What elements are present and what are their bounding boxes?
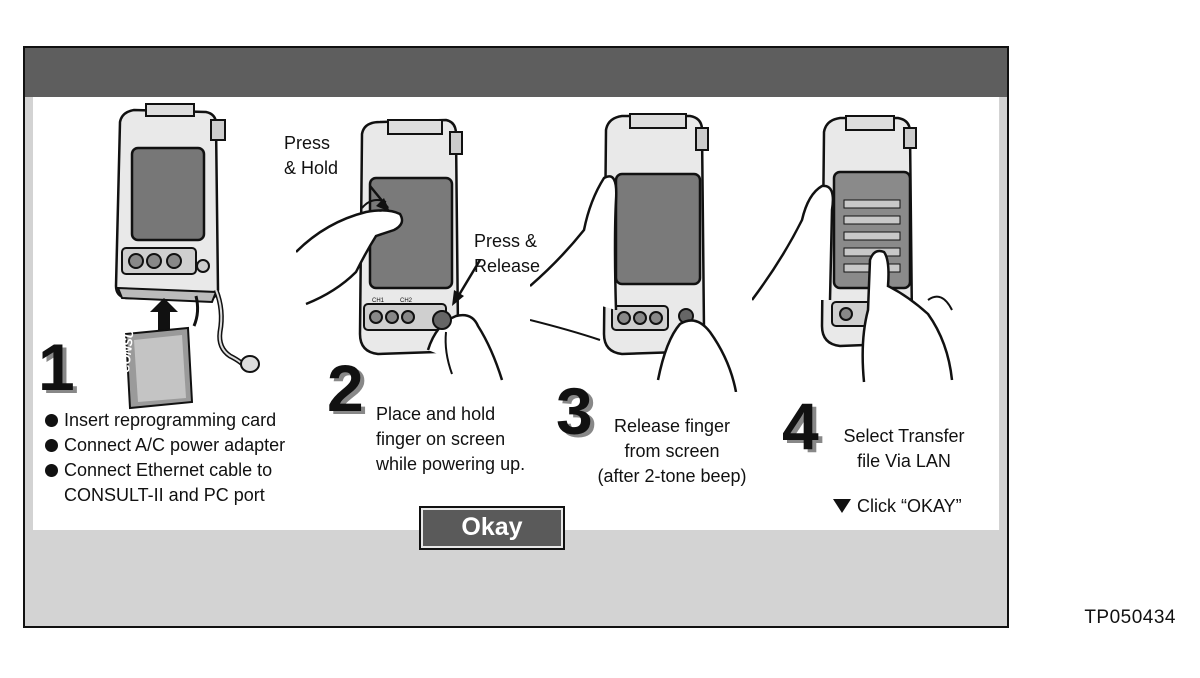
device-with-card-illustration [114, 103, 260, 410]
step-2-text: Place and hold finger on screen while po… [376, 404, 526, 474]
down-triangle-icon [833, 499, 851, 513]
step-4-number: 4 [782, 389, 819, 463]
step-1-bullet: Insert reprogramming card [44, 408, 285, 433]
figure-code: TP050434 [1084, 607, 1176, 628]
click-okay-hint: Click “OKAY” [833, 494, 962, 519]
ch2-label: CH2 [400, 298, 413, 304]
step-3-text: Release finger from screen (after 2-tone… [597, 416, 747, 486]
release-finger-illustration [530, 113, 738, 392]
press-hold-illustration: CH1 CH2 [296, 118, 504, 381]
press-release-callout: Press & Release [474, 231, 541, 276]
step-4-text: Select Transfer file Via LAN [843, 426, 965, 471]
step-1-bullet: Connect A/C power adapter [44, 433, 285, 458]
step-1-bullet: Connect Ethernet cable to [44, 458, 285, 483]
ch1-label: CH1 [372, 298, 385, 304]
select-transfer-illustration [752, 115, 954, 383]
okay-button[interactable]: Okay [419, 506, 565, 550]
title-bar [25, 48, 1007, 97]
step-1-text: Insert reprogramming card Connect A/C po… [44, 408, 285, 508]
step-2-number: 2 [327, 351, 364, 425]
step-1-number: 1 [38, 330, 75, 404]
step-3-number: 3 [556, 374, 593, 448]
press-hold-callout: Press & Hold [284, 133, 339, 178]
step-1-continuation: CONSULT-II and PC port [64, 485, 265, 505]
